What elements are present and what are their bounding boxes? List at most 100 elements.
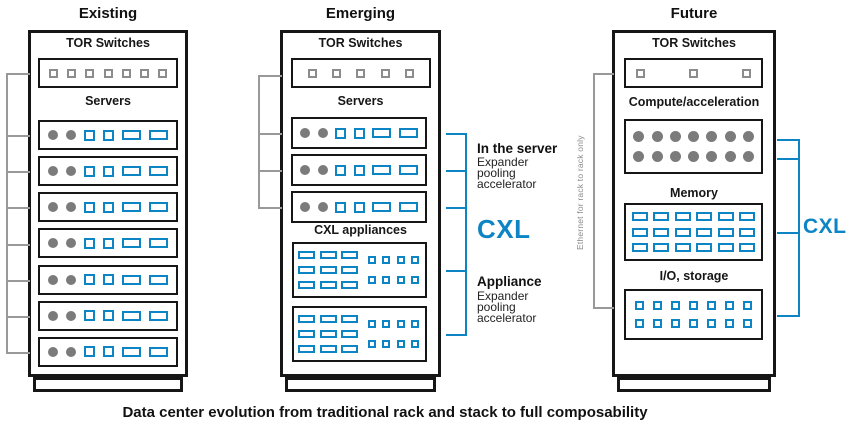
cxl-bracket-emerging-spine [465,133,467,336]
cxl-bracket-future-arm [777,315,800,317]
rack-base-future [617,377,771,392]
unit-gray-square [308,68,318,78]
ethernet-cables-emerging-arm [258,170,282,172]
unit-circle [724,151,736,163]
unit-circle [651,151,663,163]
tor-ports [293,60,429,86]
unit-blue-slot [149,238,168,249]
unit-gray-square [689,68,698,78]
compute-acceleration-label: Compute/acceleration [628,95,760,109]
rack-existing: TOR Switches Servers [28,30,188,377]
unit-blue-square [368,320,377,328]
unit-blue-square [103,237,114,249]
tor-switches-label: TOR Switches [66,36,150,50]
unit-blue-slot [717,211,734,221]
unit-circle [300,165,311,175]
unit-circle [688,130,699,142]
ethernet-cables-existing-arm [6,207,30,209]
unit-circle [66,202,76,213]
unit-blue-square [743,319,752,329]
unit-blue-slot [653,227,670,237]
ethernet-cable-future-arm [593,73,614,75]
unit-gray-square [103,68,113,78]
unit-blue-slot [340,345,358,353]
cxl-bracket-future-arm [777,139,800,141]
unit-blue-square [410,340,419,348]
server-stack [291,117,427,223]
tor-switches-label: TOR Switches [318,36,403,50]
unit-blue-slot [298,315,316,323]
unit-blue-square [382,256,391,264]
unit-blue-square [396,276,405,284]
unit-blue-square [368,340,377,348]
appliance-ports [362,308,425,360]
unit-blue-slot [298,330,316,338]
unit-gray-square [356,68,366,78]
unit-blue-slot [340,281,358,289]
unit-blue-slot [122,238,141,249]
rack-emerging: TOR Switches Servers CXL appliances [280,30,441,377]
rack-base-existing [33,377,183,392]
unit-circle [48,166,58,177]
in-the-server-description: Expander pooling accelerator [477,155,537,191]
rack-future: TOR Switches Compute/acceleration Memory… [612,30,776,377]
cxl-label-right: CXL [803,215,847,238]
unit-blue-square [671,319,680,329]
unit-blue-slot [398,165,418,175]
unit-gray-square [121,68,131,78]
unit-circle [66,310,76,321]
unit-blue-slot [298,345,316,353]
unit-blue-slot [398,128,418,138]
unit-blue-square [707,300,716,310]
unit-blue-slot [372,165,392,175]
unit-blue-slot [739,211,756,221]
unit-blue-slot [149,166,168,177]
server-row [38,192,178,223]
unit-blue-slot [631,243,648,253]
server-row [291,117,427,149]
unit-blue-slot [653,211,670,221]
tor-switch-box [291,58,431,88]
unit-blue-square [671,300,680,310]
unit-blue-slot [319,251,337,259]
ethernet-cables-existing-arm [6,73,30,75]
unit-circle [48,202,58,213]
unit-circle [633,151,645,163]
unit-blue-slot [149,274,168,285]
compute-units [626,121,761,172]
server-components [293,193,425,221]
cxl-bracket-emerging-arm [446,334,467,336]
unit-circle [633,130,645,142]
server-row [38,300,178,331]
memory-modules [626,205,761,259]
ethernet-cables-existing-arm [6,352,30,354]
unit-gray-square [85,68,95,78]
unit-blue-square [725,300,734,310]
unit-gray-square [636,68,645,78]
unit-blue-slot [319,330,337,338]
unit-blue-slot [372,202,392,212]
appliance-memory-slots [294,308,362,360]
unit-blue-slot [319,281,337,289]
ethernet-cables-existing-arm [6,316,30,318]
unit-blue-square [396,256,405,264]
appliance-ports [362,244,425,296]
server-row [291,191,427,223]
unit-blue-slot [653,243,670,253]
unit-circle [317,165,328,175]
unit-blue-slot [149,130,168,140]
unit-gray-square [332,68,342,78]
server-components [40,122,176,148]
memory-box [624,203,763,261]
ethernet-cables-existing-spine [6,73,8,354]
unit-blue-slot [149,346,168,357]
unit-blue-slot [674,211,691,221]
appliance-stack [292,242,427,362]
unit-gray-square [380,68,390,78]
unit-blue-square [743,300,752,310]
unit-blue-square [84,274,95,286]
tor-ports [40,60,176,86]
ethernet-cables-existing-arm [6,171,30,173]
unit-circle [66,130,76,140]
